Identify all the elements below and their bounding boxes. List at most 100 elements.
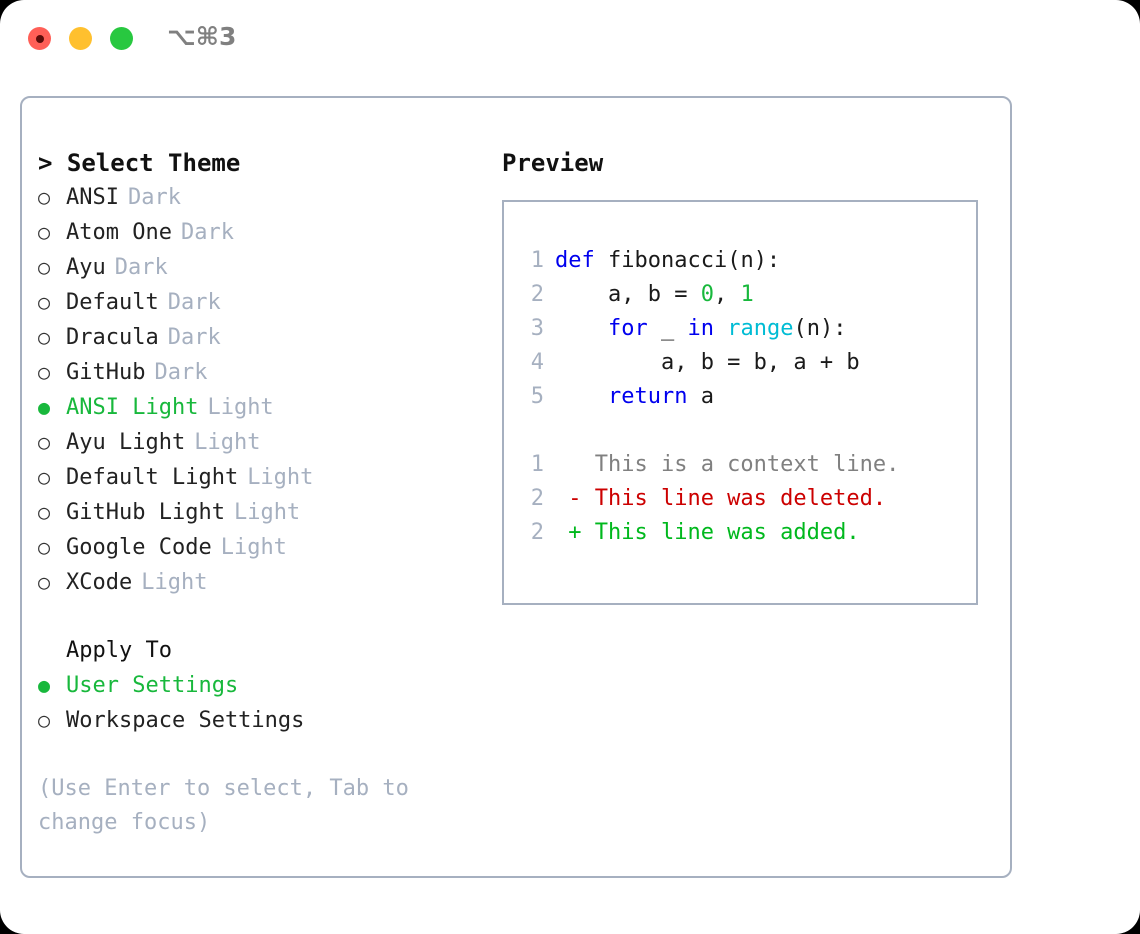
theme-option-variant: Light bbox=[194, 430, 261, 455]
token-num: 1 bbox=[740, 282, 754, 307]
code-text: a, b = b, a + b bbox=[544, 346, 860, 380]
theme-option-label: Google Code bbox=[66, 535, 212, 560]
token-plain bbox=[555, 384, 608, 409]
theme-option-label: XCode bbox=[66, 570, 133, 595]
theme-option-label: GitHub Light bbox=[66, 500, 225, 525]
minimize-button[interactable] bbox=[69, 27, 92, 50]
close-button[interactable] bbox=[28, 27, 51, 50]
radio-unselected-icon: ○ bbox=[38, 185, 51, 209]
token-kw: for bbox=[607, 316, 648, 341]
theme-option-ansi[interactable]: ○ ANSI Dark bbox=[38, 180, 488, 215]
theme-option-label: GitHub bbox=[66, 360, 146, 385]
line-number: 1 bbox=[530, 248, 544, 273]
theme-option-dracula[interactable]: ○ Dracula Dark bbox=[38, 320, 488, 355]
theme-option-label: Ayu bbox=[66, 255, 106, 280]
code-diff-spacer bbox=[504, 414, 976, 448]
theme-option-variant: Dark bbox=[127, 185, 181, 210]
theme-option-label: Atom One bbox=[66, 220, 172, 245]
theme-option-variant: Light bbox=[247, 465, 314, 490]
keyboard-hint-text: (Use Enter to select, Tab to change focu… bbox=[38, 776, 423, 835]
theme-option-label: ANSI Light bbox=[66, 395, 199, 420]
token-plain: (n): bbox=[793, 316, 847, 341]
token-plain bbox=[555, 316, 608, 341]
theme-option-github-light[interactable]: ○ GitHub Light Light bbox=[38, 495, 488, 530]
theme-option-variant: Dark bbox=[114, 255, 168, 280]
radio-unselected-icon: ○ bbox=[38, 290, 51, 314]
title-bar: ⌥⌘3 bbox=[0, 0, 1140, 78]
theme-option-label: Dracula bbox=[66, 325, 159, 350]
token-num: 0 bbox=[700, 282, 714, 307]
token-kw: return bbox=[607, 384, 688, 409]
theme-option-variant: Light bbox=[220, 535, 287, 560]
line-number: 1 bbox=[530, 452, 544, 477]
diff-line: 2 + This line was added. bbox=[504, 516, 976, 550]
radio-unselected-icon: ○ bbox=[38, 570, 51, 594]
theme-option-atom-one[interactable]: ○ Atom One Dark bbox=[38, 215, 488, 250]
token-del: - This line was deleted. bbox=[555, 486, 887, 511]
radio-unselected-icon: ○ bbox=[38, 255, 51, 279]
theme-option-variant: Light bbox=[141, 570, 208, 595]
theme-option-variant: Dark bbox=[180, 220, 234, 245]
zoom-button[interactable] bbox=[110, 27, 133, 50]
theme-option-variant: Dark bbox=[154, 360, 208, 385]
theme-option-variant: Dark bbox=[167, 325, 221, 350]
apply-to-option-label: Workspace Settings bbox=[66, 708, 305, 733]
code-text: for _ in range(n): bbox=[544, 312, 846, 346]
token-plain: a bbox=[687, 384, 714, 409]
section-spacer bbox=[38, 600, 488, 634]
token-plain: a, b = bbox=[555, 282, 701, 307]
theme-option-ayu[interactable]: ○ Ayu Dark bbox=[38, 250, 488, 285]
token-plain: fibonacci(n): bbox=[594, 248, 781, 273]
token-fn: range bbox=[727, 316, 794, 341]
theme-option-default[interactable]: ○ Default Dark bbox=[38, 285, 488, 320]
token-plain: a, b = b, a + b bbox=[555, 350, 860, 375]
token-plain bbox=[714, 316, 727, 341]
preview-heading: Preview bbox=[502, 149, 604, 177]
code-line: 4 a, b = b, a + b bbox=[504, 346, 976, 380]
code-line: 5 return a bbox=[504, 380, 976, 414]
theme-option-label: Default bbox=[66, 290, 159, 315]
token-ctx: This is a context line. bbox=[555, 452, 900, 477]
apply-to-option-user-settings[interactable]: ●User Settings bbox=[38, 668, 488, 703]
radio-unselected-icon: ○ bbox=[38, 430, 51, 454]
token-kw: def bbox=[555, 248, 595, 273]
radio-unselected-icon: ○ bbox=[38, 220, 51, 244]
token-plain: _ bbox=[647, 316, 688, 341]
apply-to-list: ●User Settings ○ Workspace Settings bbox=[38, 668, 488, 738]
code-line: 2 a, b = 0, 1 bbox=[504, 278, 976, 312]
line-number: 5 bbox=[530, 384, 544, 409]
window-controls bbox=[28, 27, 133, 50]
apply-to-option-workspace-settings[interactable]: ○ Workspace Settings bbox=[38, 703, 488, 738]
theme-option-variant: Dark bbox=[167, 290, 221, 315]
code-text: - This line was deleted. bbox=[544, 482, 886, 516]
token-plain: , bbox=[713, 282, 741, 307]
theme-option-xcode[interactable]: ○ XCode Light bbox=[38, 565, 488, 600]
radio-unselected-icon: ○ bbox=[38, 500, 51, 524]
theme-option-variant: Light bbox=[207, 395, 274, 420]
radio-unselected-icon: ○ bbox=[38, 708, 51, 732]
theme-option-label: Default Light bbox=[66, 465, 239, 490]
line-number: 2 bbox=[530, 282, 544, 307]
line-number: 2 bbox=[530, 520, 544, 545]
diff-line: 2 - This line was deleted. bbox=[504, 482, 976, 516]
select-theme-heading: > Select Theme bbox=[38, 149, 241, 177]
token-kw: in bbox=[687, 316, 714, 341]
code-text: return a bbox=[544, 380, 714, 414]
theme-option-label: ANSI bbox=[66, 185, 119, 210]
code-text: This is a context line. bbox=[544, 448, 900, 482]
code-text: def fibonacci(n): bbox=[544, 244, 780, 278]
theme-option-variant: Light bbox=[233, 500, 301, 525]
radio-unselected-icon: ○ bbox=[38, 325, 51, 349]
diff-line: 1 This is a context line. bbox=[504, 448, 976, 482]
